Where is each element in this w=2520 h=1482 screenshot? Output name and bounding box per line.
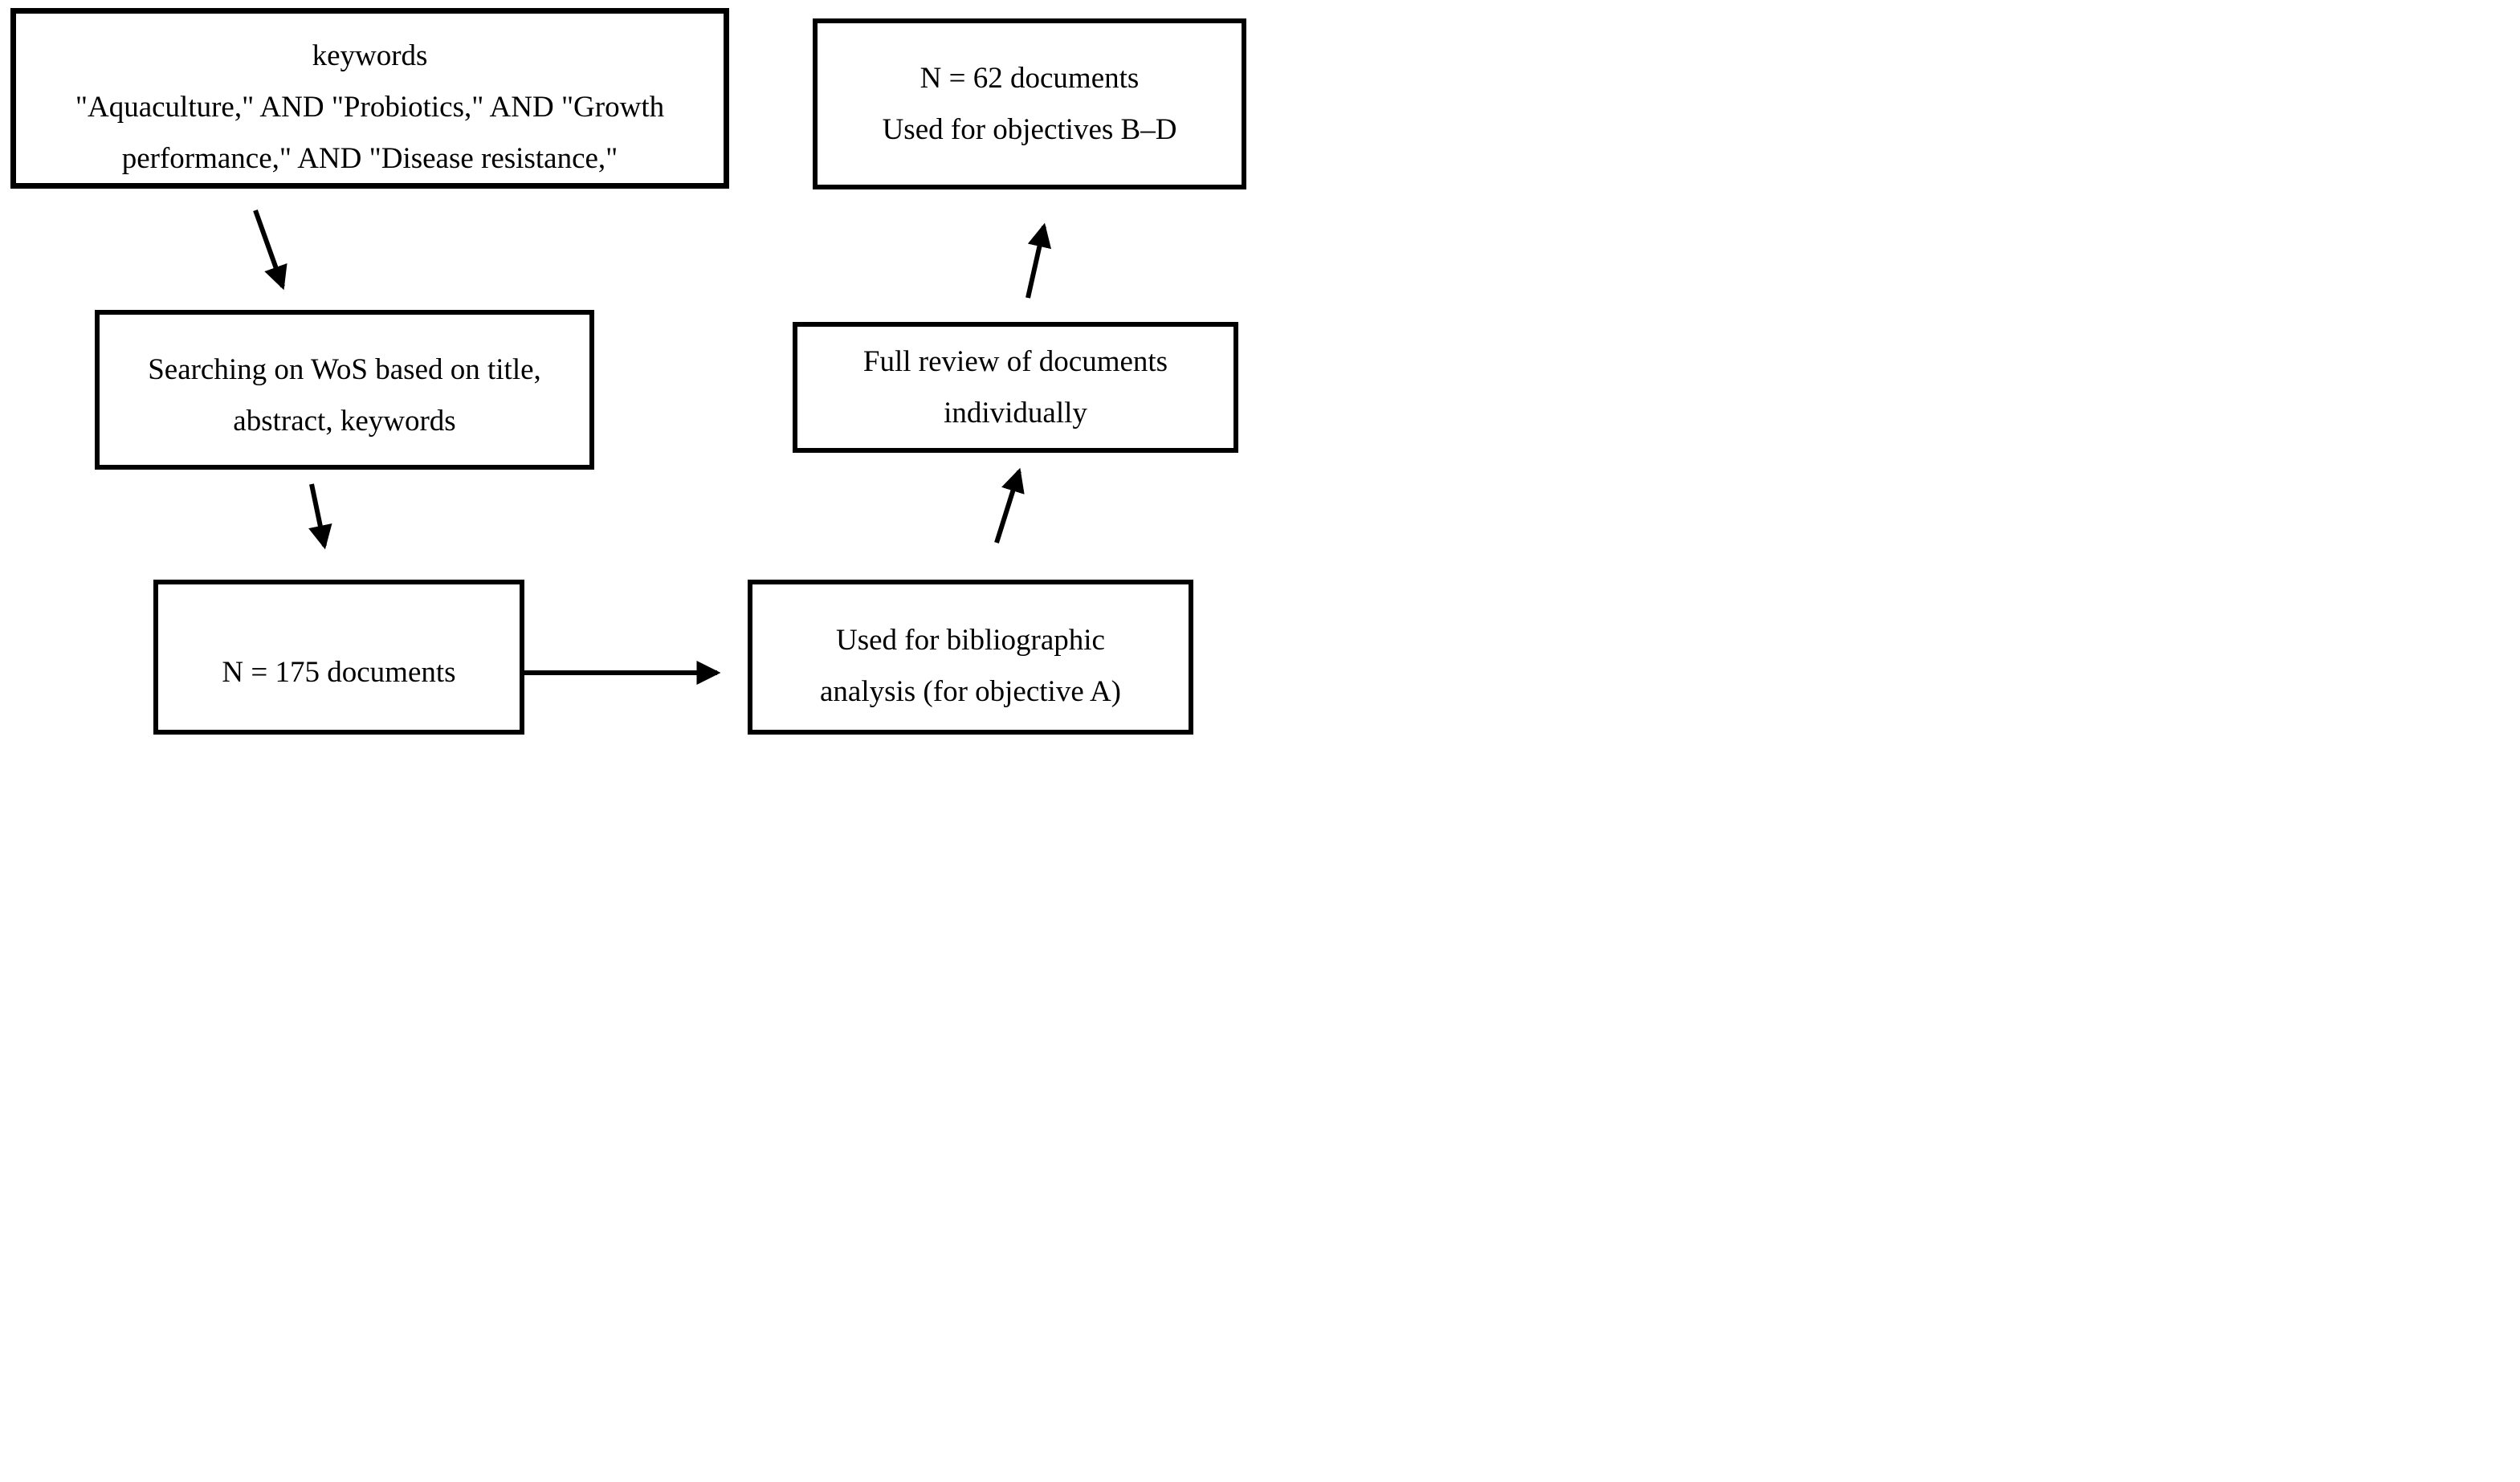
arrow-biblio-to-review (994, 467, 1025, 544)
node-line: individually (944, 396, 1087, 430)
arrow-review-to-n62 (1026, 222, 1052, 299)
node-wos-search: Searching on WoS based on title, abstrac… (95, 310, 594, 470)
node-n62-documents: N = 62 documents Used for objectives B–D (813, 18, 1246, 189)
node-line: Used for bibliographic (836, 623, 1105, 657)
arrow-keywords-to-search (253, 209, 287, 291)
node-line: performance," AND "Disease resistance," (121, 141, 618, 175)
node-line: "Aquaculture," AND "Probiotics," AND "Gr… (75, 90, 665, 124)
node-line: N = 62 documents (920, 61, 1140, 95)
node-line: Used for objectives B–D (882, 112, 1177, 146)
node-line: abstract, keywords (233, 404, 456, 438)
node-n175-documents: N = 175 documents (153, 580, 524, 735)
node-bibliographic-analysis: Used for bibliographic analysis (for obj… (748, 580, 1193, 735)
arrow-search-to-n175 (308, 483, 332, 550)
flowchart-figure: keywords "Aquaculture," AND "Probiotics,… (0, 0, 1260, 741)
node-line: Full review of documents (862, 344, 1168, 378)
node-line: N = 175 documents (222, 655, 456, 689)
node-full-review: Full review of documents individually (793, 322, 1238, 453)
node-keywords: keywords "Aquaculture," AND "Probiotics,… (10, 8, 729, 189)
node-line: analysis (for objective A) (819, 674, 1122, 708)
node-line: Searching on WoS based on title, (148, 352, 541, 386)
node-line: keywords (312, 39, 428, 72)
